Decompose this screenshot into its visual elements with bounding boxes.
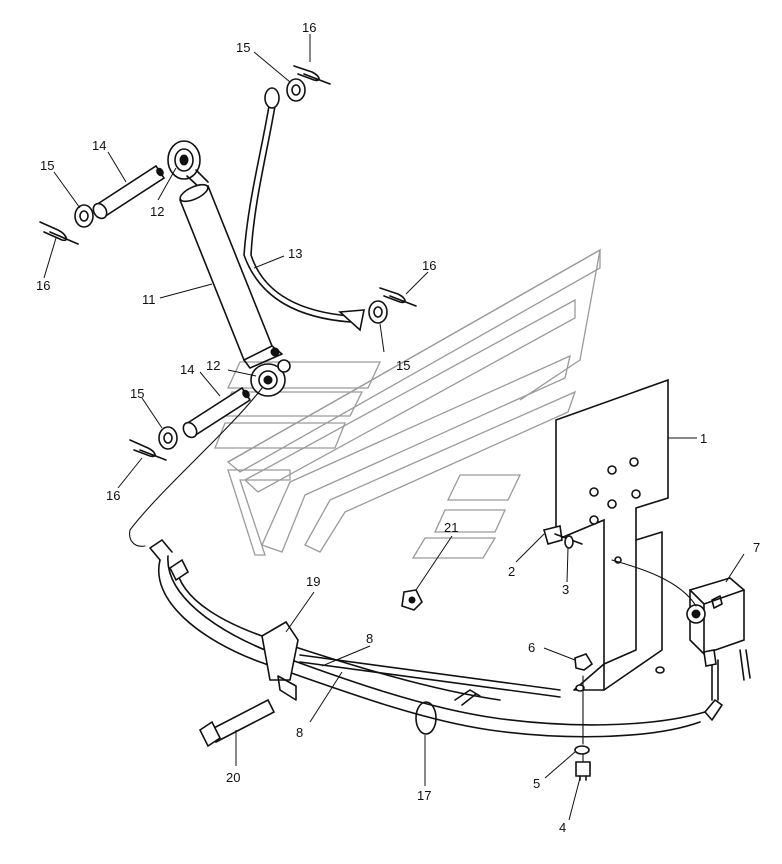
callout-16-top: 16 [302, 20, 316, 35]
callout-15-upper-left: 15 [40, 158, 54, 173]
lock-nut [574, 653, 594, 671]
callout-15-top: 15 [236, 40, 250, 55]
clevis-pin-lower [182, 386, 252, 439]
clamp-nut [401, 589, 423, 611]
bracket-nut [564, 535, 574, 549]
callout-14-lower: 14 [180, 362, 194, 377]
callout-12-lower: 12 [206, 358, 220, 373]
callout-8-upper: 8 [366, 631, 373, 646]
callout-5: 5 [533, 776, 540, 791]
bracket-bolt [543, 525, 583, 545]
callout-15-right: 15 [396, 358, 410, 373]
callout-4: 4 [559, 820, 566, 835]
callout-14-upper: 14 [92, 138, 106, 153]
hydraulic-cylinder [167, 140, 291, 397]
pressure-switch [611, 559, 751, 681]
callout-7: 7 [753, 540, 760, 555]
watermark-logo [214, 248, 601, 559]
clamp-bolt [198, 698, 276, 748]
hose-band [415, 701, 437, 735]
hair-pin-clip [39, 65, 417, 461]
callout-3: 3 [562, 582, 569, 597]
callout-labels: 1 2 3 4 5 6 7 8 8 11 12 12 13 14 14 15 1… [36, 20, 760, 835]
callout-13: 13 [288, 246, 302, 261]
leader-lines [43, 34, 745, 821]
callout-16-lower-left: 16 [106, 488, 120, 503]
callout-17: 17 [417, 788, 431, 803]
mounting-bracket [555, 378, 669, 692]
hose-clamp [261, 620, 299, 701]
callout-1: 1 [700, 431, 707, 446]
callout-15-lower-left: 15 [130, 386, 144, 401]
callout-8-lower: 8 [296, 725, 303, 740]
callout-20: 20 [226, 770, 240, 785]
callout-6: 6 [528, 640, 535, 655]
callout-21: 21 [444, 520, 458, 535]
callout-2: 2 [508, 564, 515, 579]
callout-16-right: 16 [422, 258, 436, 273]
callout-12-upper: 12 [150, 204, 164, 219]
callout-16-upper-left: 16 [36, 278, 50, 293]
callout-11: 11 [142, 292, 156, 307]
mount-bolt [575, 761, 591, 781]
flat-washer [574, 745, 590, 755]
washer [74, 78, 388, 450]
clevis-pin-upper [92, 164, 166, 220]
callout-19: 19 [306, 574, 320, 589]
hydraulic-line [243, 87, 365, 332]
